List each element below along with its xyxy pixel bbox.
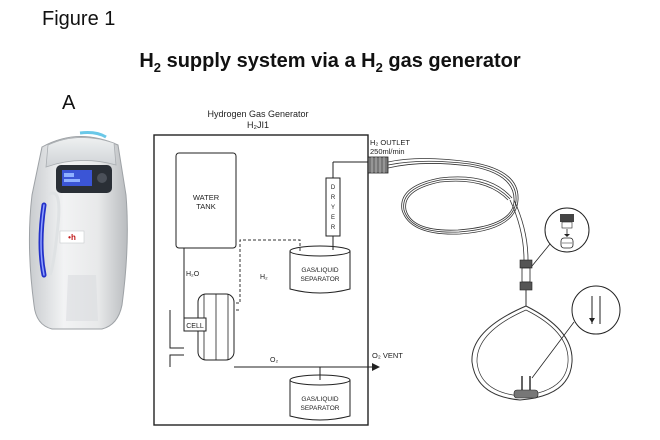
water-tank-label-1: WATER xyxy=(193,193,220,202)
o2-label: O₂ xyxy=(270,357,278,364)
coiled-tubing xyxy=(387,158,529,261)
generator-header: Hydrogen Gas Generator xyxy=(207,109,308,119)
callout-prong-detail xyxy=(571,285,621,335)
nasal-prongs xyxy=(513,389,539,399)
h2-outlet-label: H₂ OUTLET xyxy=(370,138,410,147)
generator-device-photo: •h xyxy=(28,131,128,330)
nasal-cannula-loop xyxy=(471,305,573,401)
svg-text:•h: •h xyxy=(68,233,76,242)
svg-text:R: R xyxy=(331,225,336,231)
device-cap-handle xyxy=(79,131,107,139)
o2-vent-label: O₂ VENT xyxy=(372,351,403,360)
svg-text:SEPARATOR: SEPARATOR xyxy=(300,276,339,283)
schematic-diagram: Hydrogen Gas Generator H₂JI1 WATER TANK … xyxy=(153,109,621,426)
figure-title: H2 supply system via a H2 gas generator xyxy=(139,50,521,75)
separator-bottom xyxy=(289,380,351,421)
svg-text:R: R xyxy=(331,195,336,201)
water-tank-label-2: TANK xyxy=(196,202,215,211)
separator-top xyxy=(289,251,351,294)
device-tubing xyxy=(47,191,61,276)
h2-label: H₂ xyxy=(260,274,268,281)
svg-text:Y: Y xyxy=(331,205,335,211)
device-top-cap xyxy=(45,137,117,168)
panel-letter: A xyxy=(62,92,76,114)
svg-text:E: E xyxy=(331,215,335,221)
generator-model: H₂JI1 xyxy=(247,120,269,130)
svg-text:SEPARATOR: SEPARATOR xyxy=(300,405,339,412)
tube-fitting xyxy=(519,259,533,269)
svg-text:GAS/LIQUID: GAS/LIQUID xyxy=(301,396,339,403)
device-logo-badge xyxy=(59,230,85,244)
separator-top-lid xyxy=(289,245,351,257)
device-display-screen xyxy=(62,170,92,186)
svg-text:GAS/LIQUID: GAS/LIQUID xyxy=(301,267,339,274)
flow-rate-label: 250ml/min xyxy=(370,147,405,156)
figure-label: Figure 1 xyxy=(42,8,116,30)
water-tank xyxy=(175,152,237,249)
h2-outlet-connector xyxy=(367,156,389,174)
svg-text:D: D xyxy=(331,185,336,191)
device-knob xyxy=(97,173,107,183)
generator-housing xyxy=(153,134,369,426)
h2o-label: H₂O xyxy=(186,271,200,278)
cell-label: CELL xyxy=(186,323,204,330)
